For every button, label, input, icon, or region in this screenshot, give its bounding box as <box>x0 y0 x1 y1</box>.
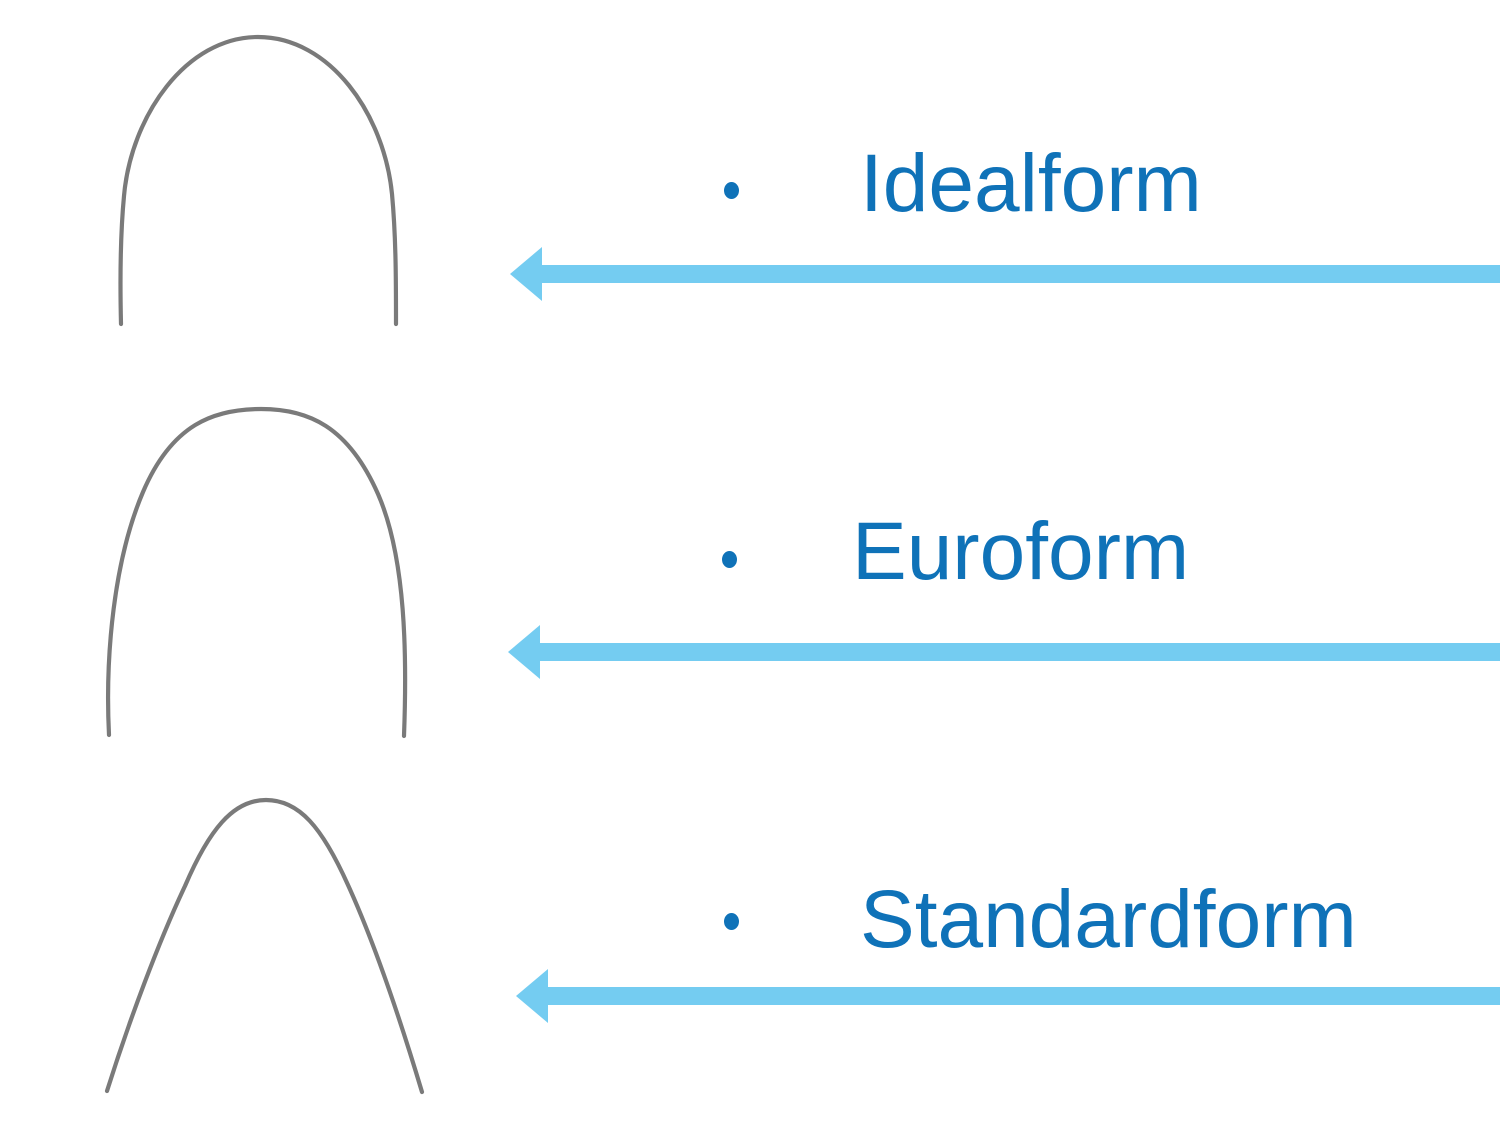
label-standardform: Standardform <box>860 874 1357 965</box>
archwire-standardform-drawing <box>104 797 425 1095</box>
bullet-dot-icon <box>724 182 739 199</box>
bullet-dot-icon <box>722 551 737 568</box>
label-idealform: Idealform <box>860 138 1202 229</box>
bullet-dot-icon <box>724 913 739 930</box>
archwire-idealform-drawing <box>118 34 399 327</box>
label-euroform: Euroform <box>852 506 1190 597</box>
arrow-left-icon <box>510 247 542 301</box>
arrow-euroform-shaft <box>540 643 1500 661</box>
arrow-left-icon <box>516 969 548 1023</box>
arrow-left-icon <box>508 625 540 679</box>
arrow-standardform-shaft <box>548 987 1500 1005</box>
archwire-euroform-drawing <box>106 406 408 739</box>
arrow-idealform-shaft <box>542 265 1500 283</box>
